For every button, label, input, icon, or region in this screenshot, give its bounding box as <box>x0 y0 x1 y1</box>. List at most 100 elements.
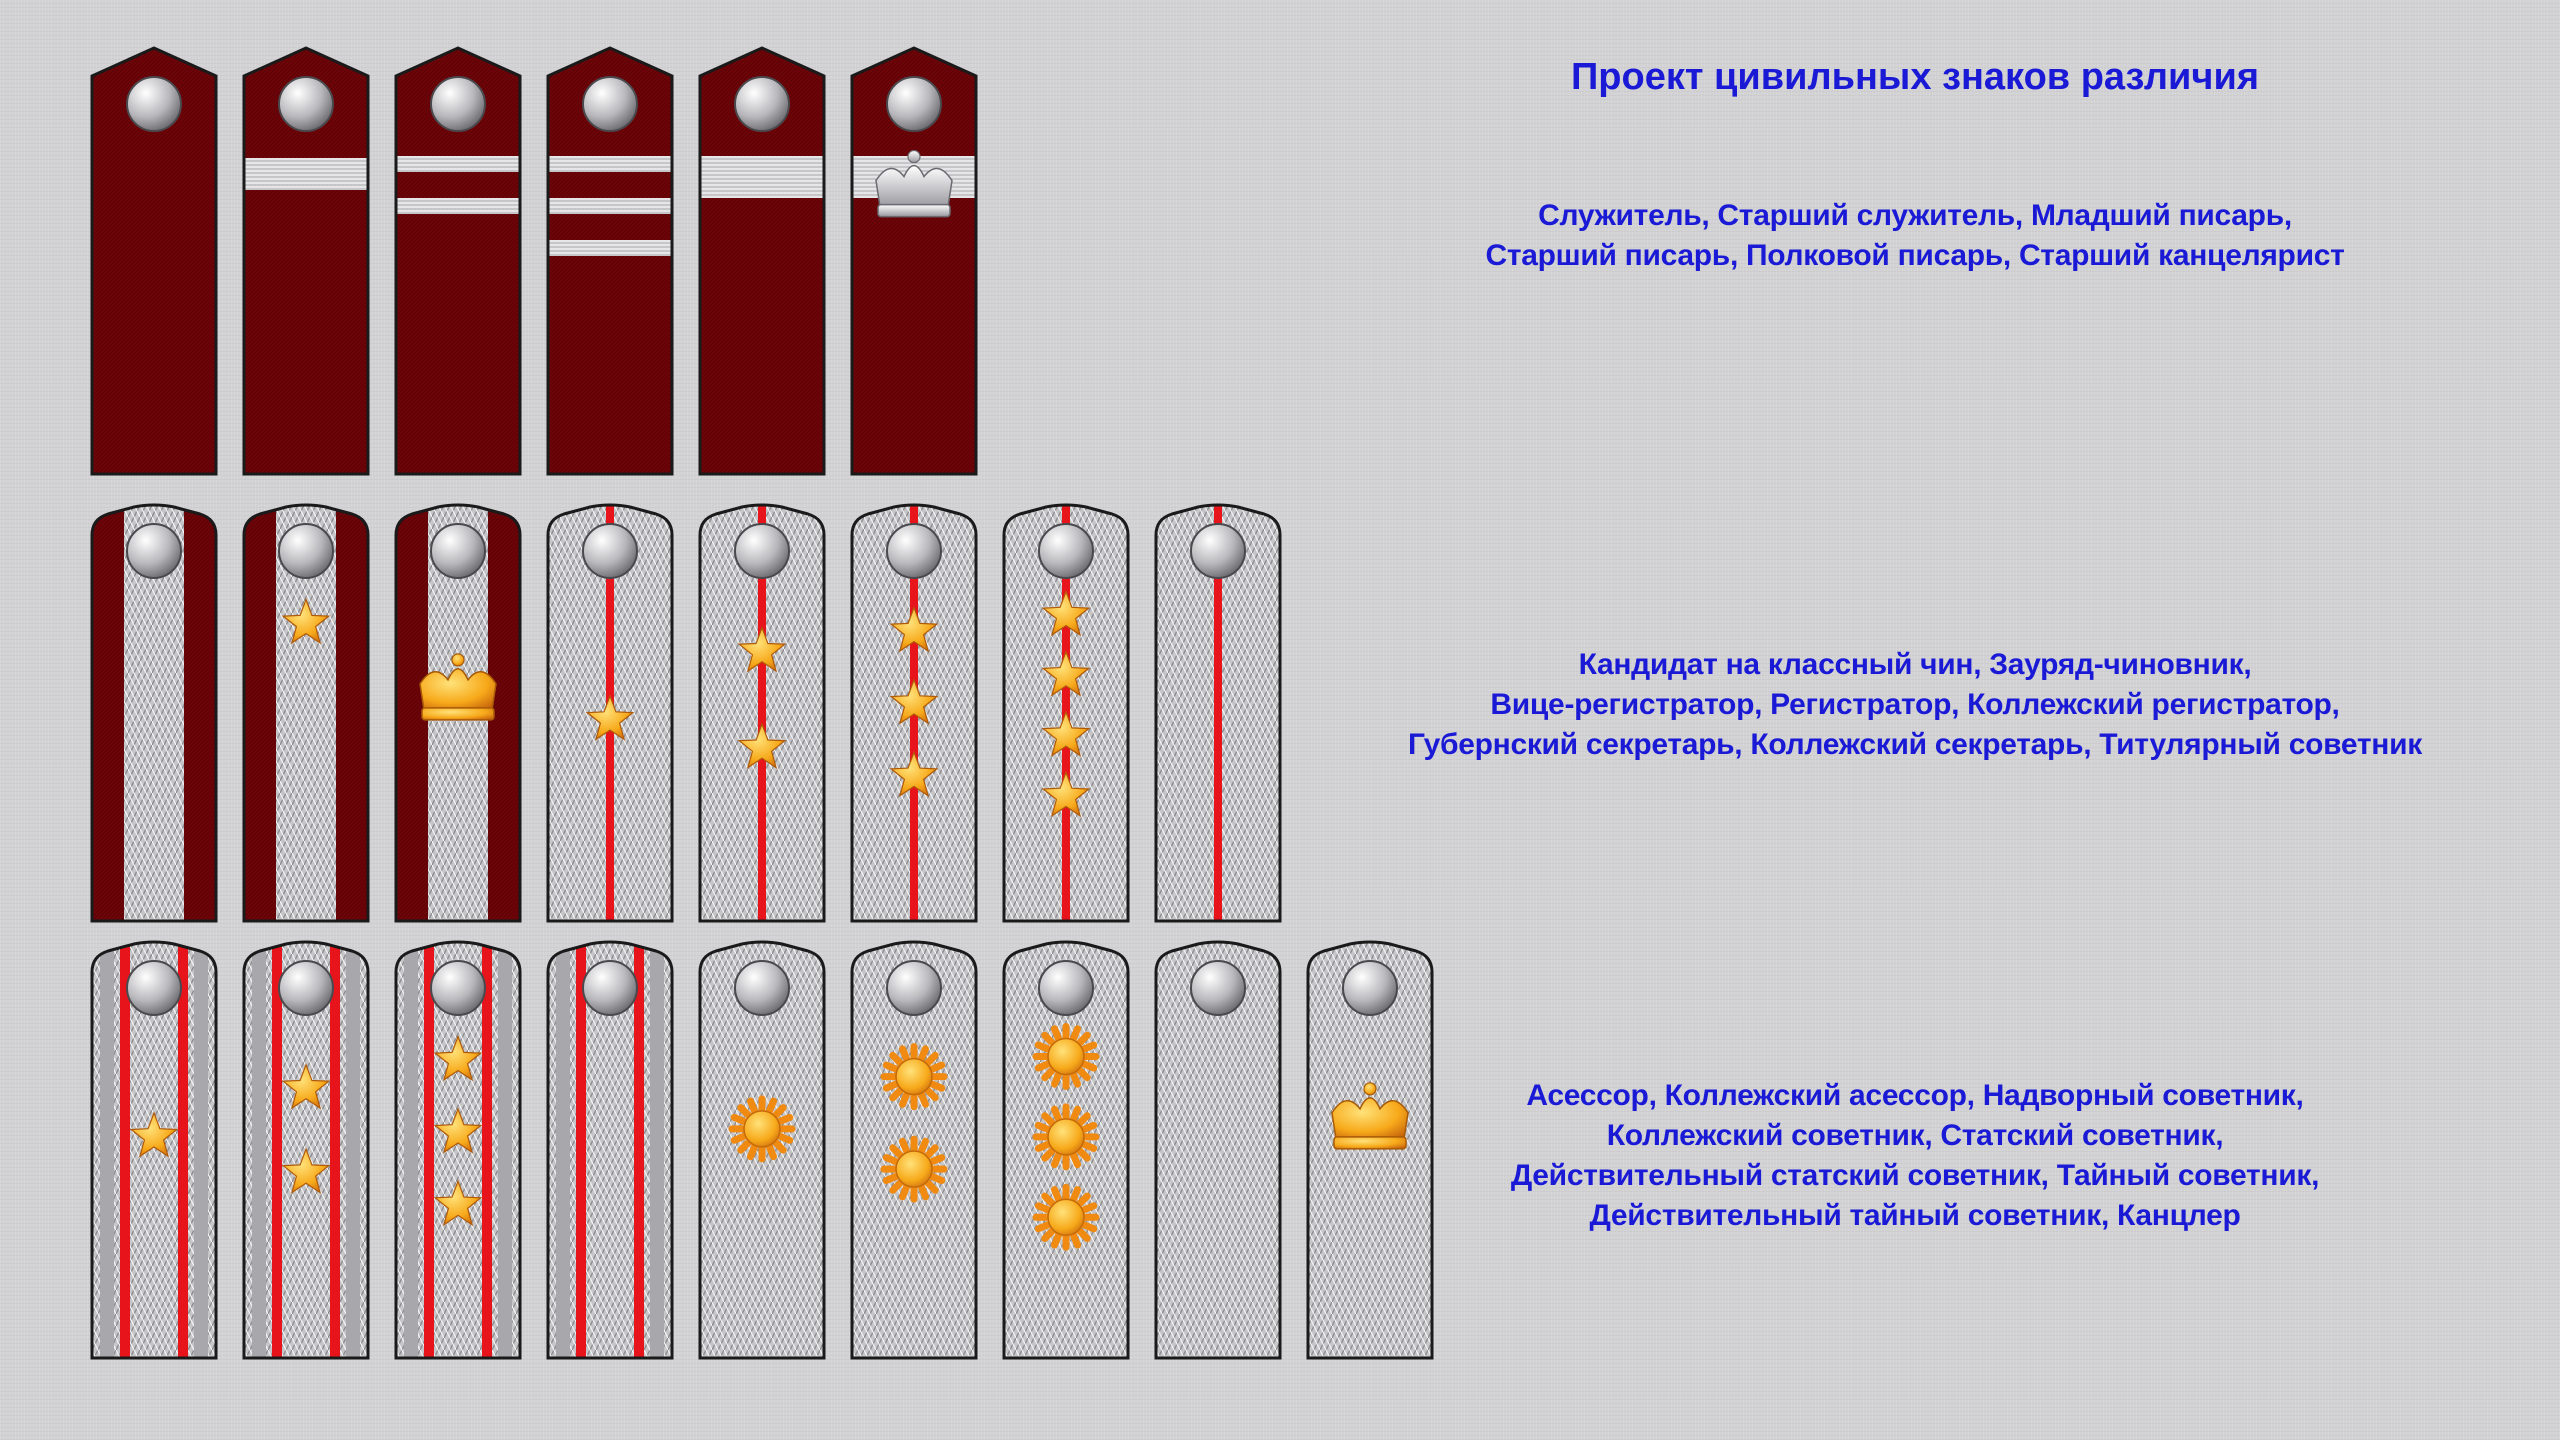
button-icon <box>582 960 638 1016</box>
silver-bar <box>396 198 520 214</box>
shoulder-board <box>394 503 522 923</box>
button-icon <box>126 960 182 1016</box>
button-icon <box>430 523 486 579</box>
star-icon <box>281 1062 331 1110</box>
red-stripe <box>758 505 766 921</box>
button-icon <box>1038 960 1094 1016</box>
sunburst-icon <box>1032 1183 1100 1251</box>
star-icon <box>737 722 787 769</box>
silver-bar <box>700 156 824 198</box>
star-icon <box>433 1179 483 1227</box>
star-icon <box>1041 710 1091 757</box>
button-icon <box>582 523 638 579</box>
caption-line: Коллежский советник, Статский советник, <box>1606 1119 2224 1152</box>
shoulder-board <box>850 503 978 923</box>
sunburst-icon <box>728 1095 796 1163</box>
star-icon <box>433 1107 483 1154</box>
caption-line: Асессор, Коллежский асессор, Надворный с… <box>1526 1079 2304 1112</box>
shoulder-board <box>90 46 218 476</box>
red-stripe <box>178 942 188 1358</box>
shoulder-board <box>546 940 674 1360</box>
caption-line: Старший писарь, Полковой писарь, Старший… <box>1485 239 2345 272</box>
star-icon <box>585 694 635 741</box>
caption-line: Действительный статский советник, Тайный… <box>1510 1159 2320 1192</box>
sunburst-icon <box>880 1135 948 1203</box>
star-icon <box>737 625 787 673</box>
page-title: Проект цивильных знаков различия <box>1570 56 2259 98</box>
shoulder-board <box>1154 503 1282 923</box>
button-icon <box>278 76 334 132</box>
button-icon <box>1038 523 1094 579</box>
shoulder-board <box>850 940 978 1360</box>
star-icon <box>1041 770 1091 818</box>
silver-bar <box>548 198 672 214</box>
red-stripe <box>272 942 282 1358</box>
red-stripe <box>424 942 434 1358</box>
shoulder-board <box>242 46 370 476</box>
button-icon <box>278 960 334 1016</box>
shoulder-board <box>546 503 674 923</box>
shoulder-board <box>394 940 522 1360</box>
sunburst-icon <box>1032 1103 1100 1171</box>
button-icon <box>430 76 486 132</box>
button-icon <box>886 76 942 132</box>
sunburst-icon <box>1032 1023 1100 1090</box>
button-icon <box>126 76 182 132</box>
button-icon <box>1342 960 1398 1016</box>
caption-row-2: Кандидат на классный чин, Зауряд-чиновни… <box>1340 645 2490 765</box>
red-stripe <box>482 942 492 1358</box>
star-icon <box>889 605 939 653</box>
button-icon <box>1190 523 1246 579</box>
silver-bar <box>244 158 368 190</box>
shoulder-board <box>242 940 370 1360</box>
button-icon <box>734 76 790 132</box>
shoulder-board <box>90 940 218 1360</box>
star-icon <box>281 1147 331 1194</box>
shoulder-board <box>1002 940 1130 1360</box>
shoulder-boards-panel <box>90 46 1434 1360</box>
crown-icon <box>1331 1082 1409 1150</box>
caption-row-3: Асессор, Коллежский асессор, Надворный с… <box>1400 1076 2430 1236</box>
red-stripe <box>1214 505 1222 921</box>
red-stripe <box>576 942 586 1358</box>
star-icon <box>129 1111 179 1158</box>
caption-line: Служитель, Старший служитель, Младший пи… <box>1538 199 2292 232</box>
button-icon <box>734 523 790 579</box>
caption-line: Действительный тайный советник, Канцлер <box>1589 1199 2241 1232</box>
star-icon <box>889 678 939 725</box>
star-icon <box>281 597 331 645</box>
crown-icon <box>875 149 953 218</box>
sunburst-icon <box>880 1043 948 1111</box>
button-icon <box>278 523 334 579</box>
red-stripe <box>634 942 644 1358</box>
crown-icon <box>419 653 497 721</box>
star-icon <box>1041 589 1091 637</box>
button-icon <box>126 523 182 579</box>
shoulder-board <box>546 46 674 476</box>
star-icon <box>889 750 939 798</box>
button-icon <box>1190 960 1246 1016</box>
caption-line: Кандидат на классный чин, Зауряд-чиновни… <box>1578 648 2252 681</box>
shoulder-board <box>1002 503 1130 923</box>
red-stripe <box>120 942 130 1358</box>
shoulder-board <box>1154 940 1282 1360</box>
star-icon <box>1041 650 1091 697</box>
shoulder-board <box>1306 940 1434 1360</box>
silver-bar <box>548 240 672 256</box>
red-stripe <box>330 942 340 1358</box>
button-icon <box>886 523 942 579</box>
button-icon <box>734 960 790 1016</box>
shoulder-board <box>698 940 826 1360</box>
silver-bar <box>548 156 672 172</box>
button-icon <box>582 76 638 132</box>
button-icon <box>886 960 942 1016</box>
shoulder-board <box>698 503 826 923</box>
shoulder-board <box>242 503 370 923</box>
silver-bar <box>396 156 520 172</box>
star-icon <box>433 1034 483 1082</box>
button-icon <box>430 960 486 1016</box>
shoulder-board <box>698 46 826 476</box>
shoulder-board <box>850 46 978 476</box>
caption-line: Вице-регистратор, Регистратор, Коллежски… <box>1490 688 2340 721</box>
caption-line: Губернский секретарь, Коллежский секрета… <box>1408 728 2422 761</box>
